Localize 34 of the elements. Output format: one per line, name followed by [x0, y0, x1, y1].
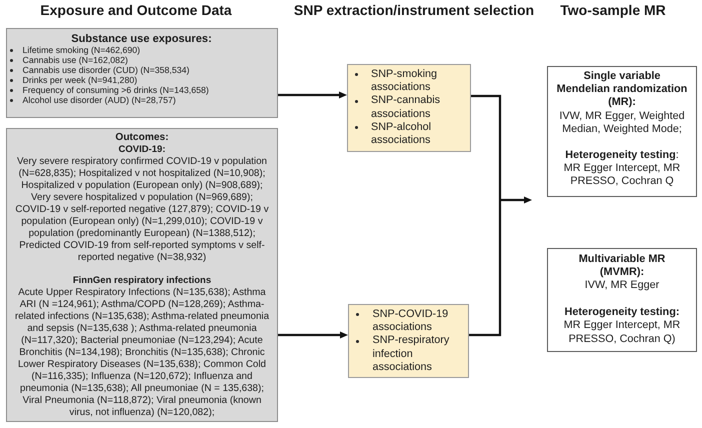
- paragraph: Heterogeneity testing:: [564, 149, 680, 162]
- process-box: [347, 64, 471, 152]
- list-item: Lifetime smoking (N=462,690): [22, 46, 140, 56]
- list-item: SNP-COVID-19 associations: [372, 308, 450, 334]
- column-heading: Exposure and Outcome Data: [40, 2, 232, 19]
- data-panel: [6, 28, 278, 118]
- method-box: [547, 248, 697, 352]
- panel-heading: Single variable Mendelian randomization (MR):: [556, 70, 688, 110]
- list-item: Cannabis use (N=162,082): [22, 56, 128, 66]
- list-item: SNP-smoking associations: [371, 68, 438, 94]
- list-item: Cannabis use disorder (CUD) (N=358,534): [22, 66, 190, 76]
- list-item: Drinks per week (N=941,280): [22, 76, 138, 86]
- paragraph: MR Egger Intercept, MR PRESSO, Cochran Q): [562, 319, 682, 346]
- list-item: SNP-respiratory infection associations: [372, 334, 450, 374]
- paragraph: IVW, MR Egger, Weighted Median, Weighted Mode;: [558, 110, 686, 136]
- panel-heading: Substance use exposures:: [70, 33, 213, 46]
- panel-heading: Outcomes:: [114, 131, 170, 144]
- paragraph: Acute Upper Respiratory Infections (N=135,638); Asthma ARI (N =124,961); Asthma/COPD (N=128,269); Asthma-related infections (N=135,638); Asthma-related pneumonia and sepsis (N=135,638 ); Asthma-related pneumonia (N=117,320); Bacterial pneumoniae (N=123,294); Acute Bronchitis (N=134,198); Bronchitis (N=135,638); Chronic Lower Respiratory Diseases (N=135,638); Common Cold (N=116,335); Influenza (N=120,672); Influenza and pneumonia (N=135,638); All pneumoniae (N = 135,638); Viral Pneumonia (N=118,872); Viral pneumonia (known virus, not influenza) (N=120,082);: [14, 287, 270, 419]
- column-heading: SNP extraction/instrument selection: [294, 2, 534, 19]
- section-heading: COVID-19:: [118, 144, 166, 156]
- data-panel: [6, 128, 278, 422]
- list-item: SNP-alcohol associations: [371, 120, 432, 148]
- list-item: SNP-cannabis associations: [371, 94, 442, 121]
- paragraph: Very severe respiratory confirmed COVID-19 v population (N=628,835); Hospitalized v not hospitalized (N=10,908); Hospitalized v population (European only) (N=908,689); Very severe hospitalized v population (N=969,689); COVID-19 v self-reported negative (127,879); COVID-19 v population (European only) (N=1,299,010); COVID-19 v population (predominantly European) (N=1388,512); Predicted COVID-19 from self-reported symptoms v self-reported negative (N=38,932): [14, 156, 270, 264]
- section-heading: FinnGen respiratory infections: [72, 275, 212, 287]
- panel-heading: Multivariable MR (MVMR):: [578, 252, 666, 279]
- column-heading: Two-sample MR: [560, 2, 666, 19]
- method-box: [547, 66, 697, 197]
- paragraph: IVW, MR Egger: [584, 278, 660, 292]
- process-box: [348, 304, 469, 378]
- list-item: Alcohol use disorder (AUD) (N=28,757): [22, 96, 176, 106]
- list-item: Frequency of consuming >6 drinks (N=143,658): [22, 86, 209, 96]
- panel-heading: Heterogeneity testing:: [564, 306, 680, 320]
- paragraph: MR Egger Intercept, MR PRESSO, Cochran Q: [562, 162, 682, 189]
